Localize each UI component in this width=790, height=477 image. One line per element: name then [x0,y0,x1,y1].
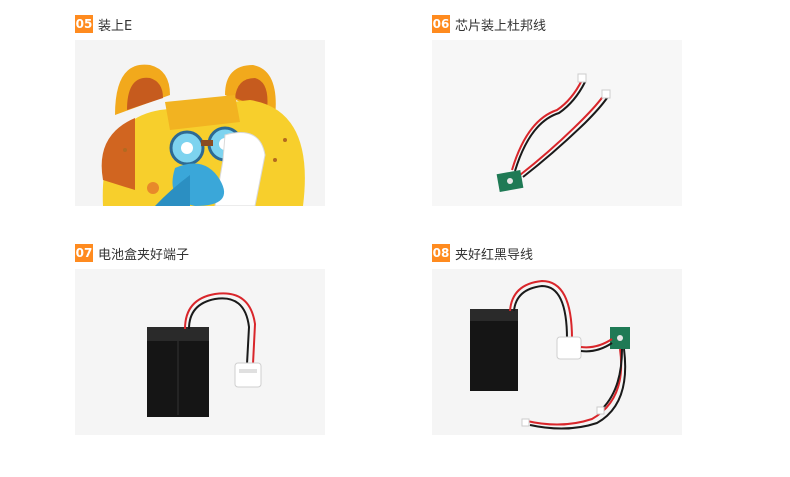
step-number-badge: 05 [75,15,93,33]
cat-toy-assembly-photo [75,40,325,206]
step-06: 06 芯片装上杜邦线 [432,14,682,206]
step-header: 05 装上E [75,14,325,34]
step-label: 夹好红黑导线 [455,247,534,263]
step-header: 07 电池盒夹好端子 [75,243,325,263]
battery-chip-wires-photo [432,269,682,435]
chip-with-dupont-wires-photo [432,40,682,206]
step-header: 08 夹好红黑导线 [432,243,682,263]
step-label: 电池盒夹好端子 [98,247,190,263]
step-05: 05 装上E [75,14,325,206]
step-label: 装上E [98,18,133,34]
step-number-badge: 07 [75,244,93,262]
step-07: 07 电池盒夹好端子 [75,243,325,435]
battery-box-photo [75,269,325,435]
step-header: 06 芯片装上杜邦线 [432,14,682,34]
step-number-badge: 06 [432,15,450,33]
step-number-badge: 08 [432,244,450,262]
step-label: 芯片装上杜邦线 [455,18,547,34]
step-08: 08 夹好红黑导线 [432,243,682,435]
